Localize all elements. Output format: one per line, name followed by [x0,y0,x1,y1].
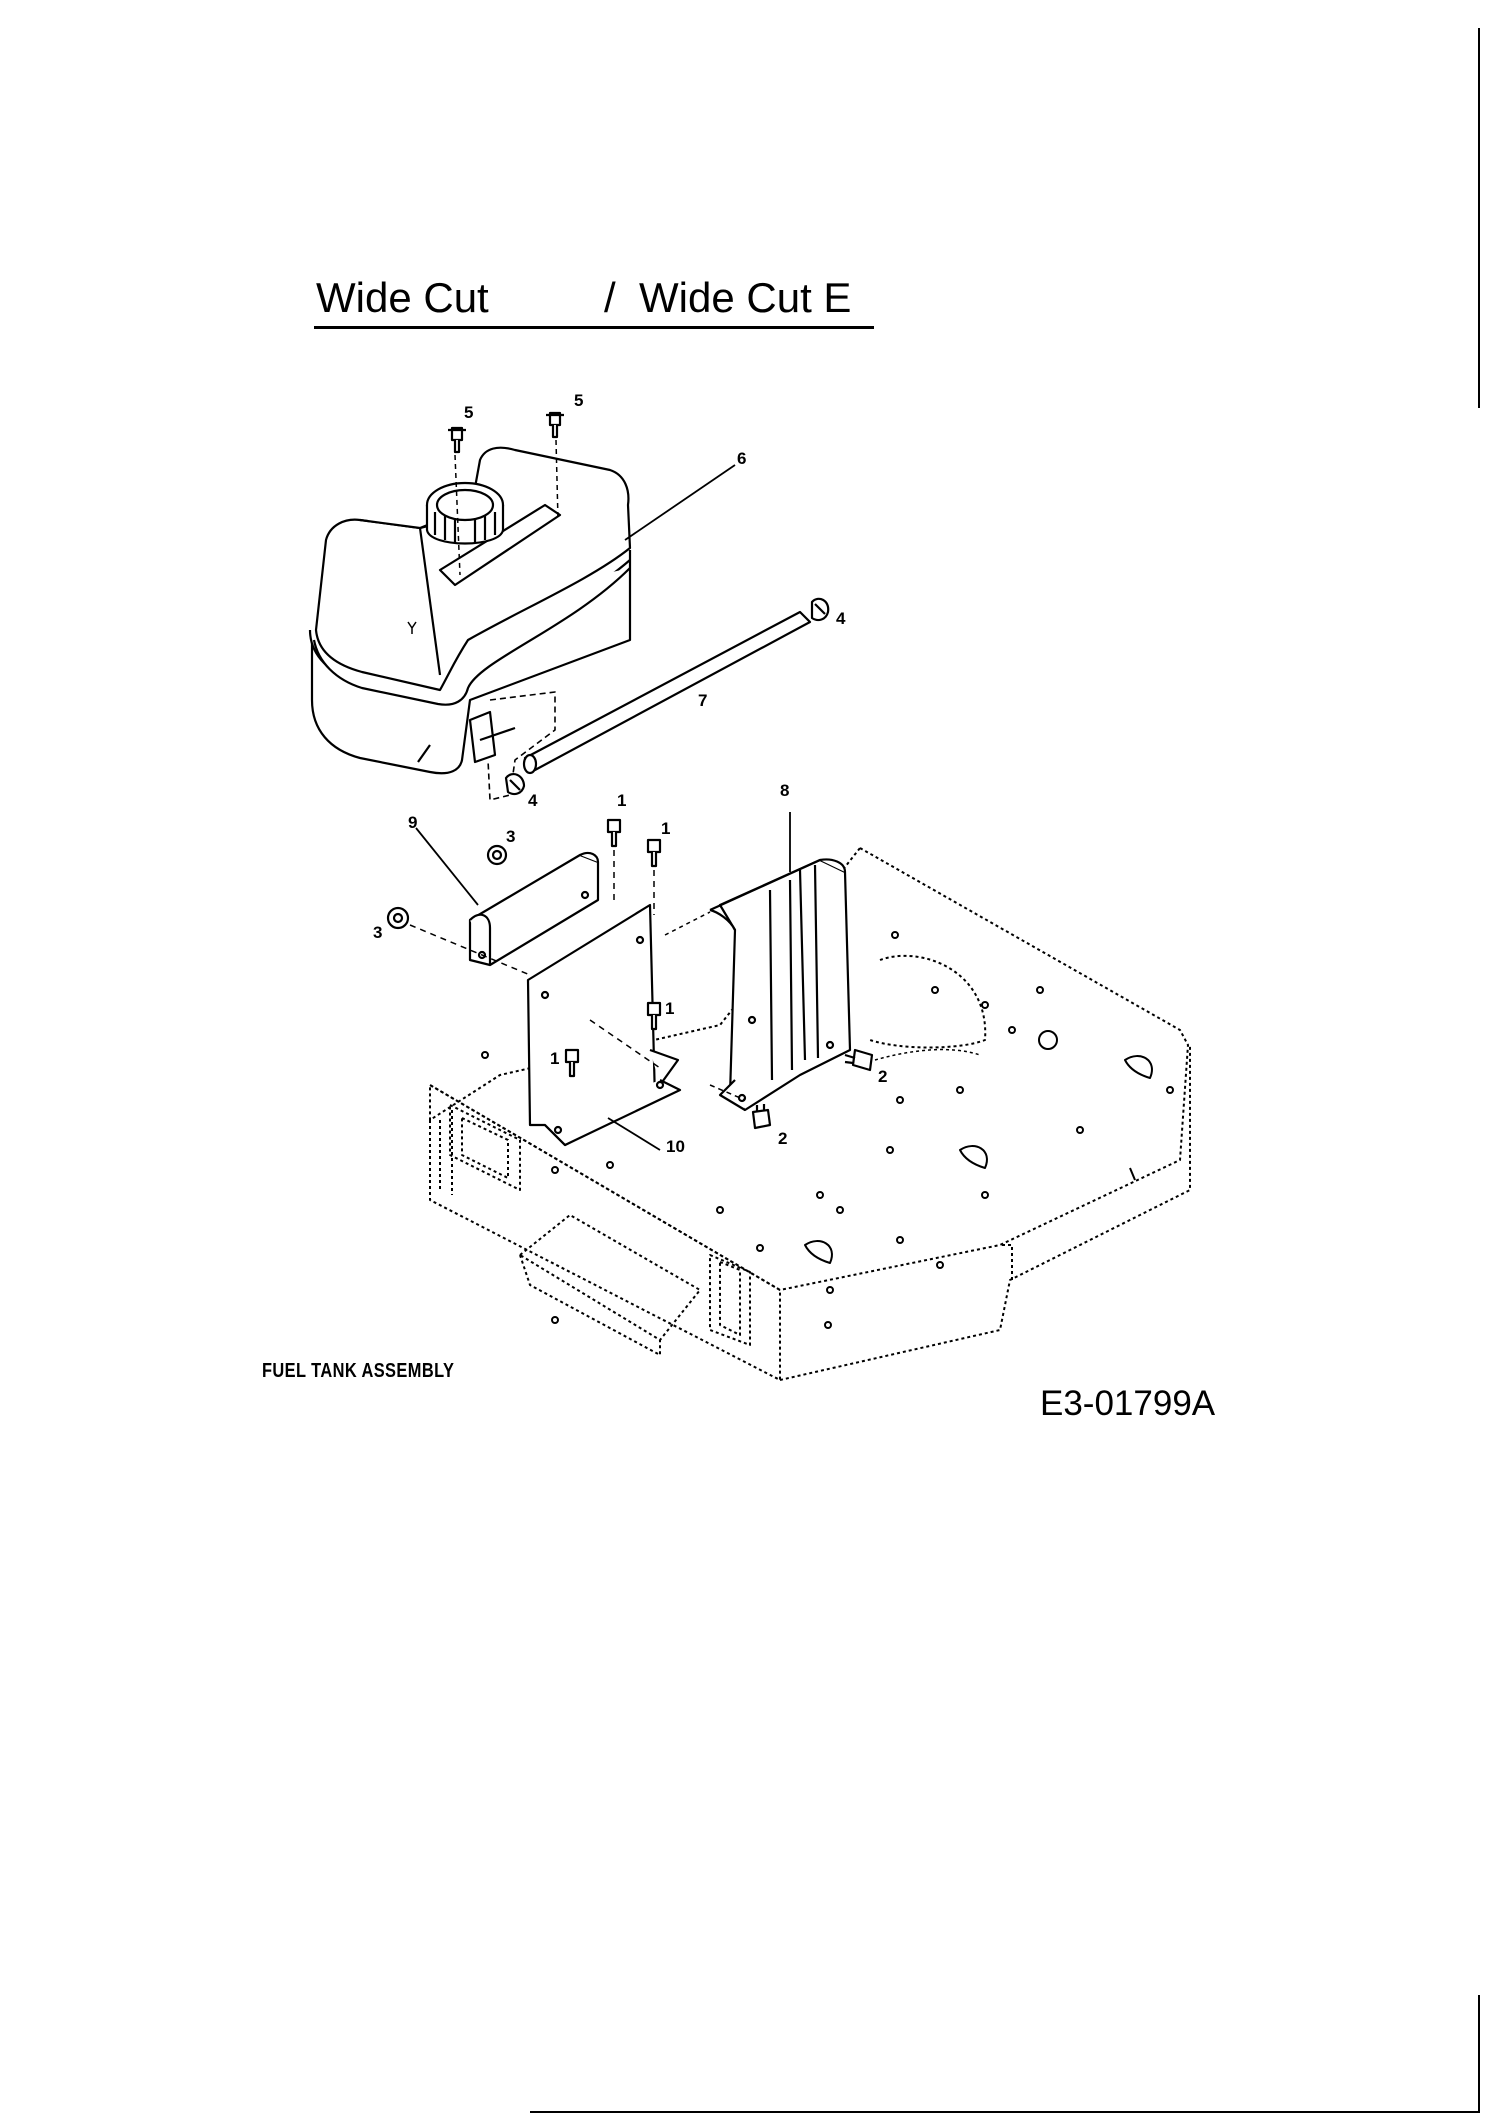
screw-guide-right [555,439,559,521]
bolt-1b [646,838,662,868]
bolt-1d [564,1048,580,1078]
chassis-frame [429,847,1191,1381]
callout-5-left: 5 [464,403,473,422]
callout-1d: 1 [550,1049,559,1068]
diagram-code: E3-01799A [1040,1384,1216,1423]
diagram-caption: FUEL TANK ASSEMBLY [262,1360,455,1382]
page-border-right [1478,28,1480,408]
bolt-1a [606,818,622,848]
frame-holes [481,931,1174,1329]
hose-clamp-upper [810,597,830,622]
bolt-2b [751,1104,772,1130]
page-title: Wide Cut / Wide Cut E [314,270,874,329]
callout-6: 6 [737,449,746,468]
callout-2-right: 2 [878,1067,887,1086]
callout-5-right: 5 [574,391,583,410]
bolt-guide-2b [709,1084,746,1101]
callout-8: 8 [780,781,789,800]
tank-screw-left [448,426,466,454]
page-border-right-lower [1478,1995,1480,2113]
bolt-2a [844,1048,874,1072]
screw-guide-left [454,454,461,576]
callout-1b: 1 [661,819,670,838]
callout-3-upper: 3 [506,827,515,846]
bracket-9 [468,851,600,967]
nut-3b [386,906,410,930]
title-model-2-text: Wide Cut E [639,274,852,321]
bolt-guide-2a [874,1048,981,1061]
callout-1c: 1 [665,999,674,1018]
callout-9: 9 [408,813,417,832]
title-model-2: / Wide Cut E [604,270,851,326]
bolt-1c [646,1001,662,1031]
fuel-line [522,610,812,775]
fuel-tank [308,446,632,775]
title-separator: / [604,274,616,321]
mounting-plate-10 [526,903,682,1147]
plate-guide [664,911,711,936]
callout-7: 7 [698,691,707,710]
page-border-bottom [530,2111,1480,2113]
callout-1a: 1 [617,791,626,810]
callout-3-left: 3 [373,923,382,942]
title-model-1: Wide Cut [316,274,489,321]
tank-screw-right [546,411,564,439]
leader-lines [415,464,791,1151]
callout-labels: 5 5 6 4 7 4 1 1 8 9 3 3 1 1 2 2 10 [373,391,887,1156]
nut-3a [486,844,508,866]
outlet-guide [487,691,556,801]
callout-10: 10 [666,1137,685,1156]
callout-4-lower: 4 [528,791,538,810]
callout-4-upper: 4 [836,609,846,628]
callout-2-lower: 2 [778,1129,787,1148]
tank-y-mark [407,621,417,634]
cover-8 [709,858,852,1112]
plate-guide-2 [589,1019,661,1069]
hose-clamp-lower [504,773,526,796]
